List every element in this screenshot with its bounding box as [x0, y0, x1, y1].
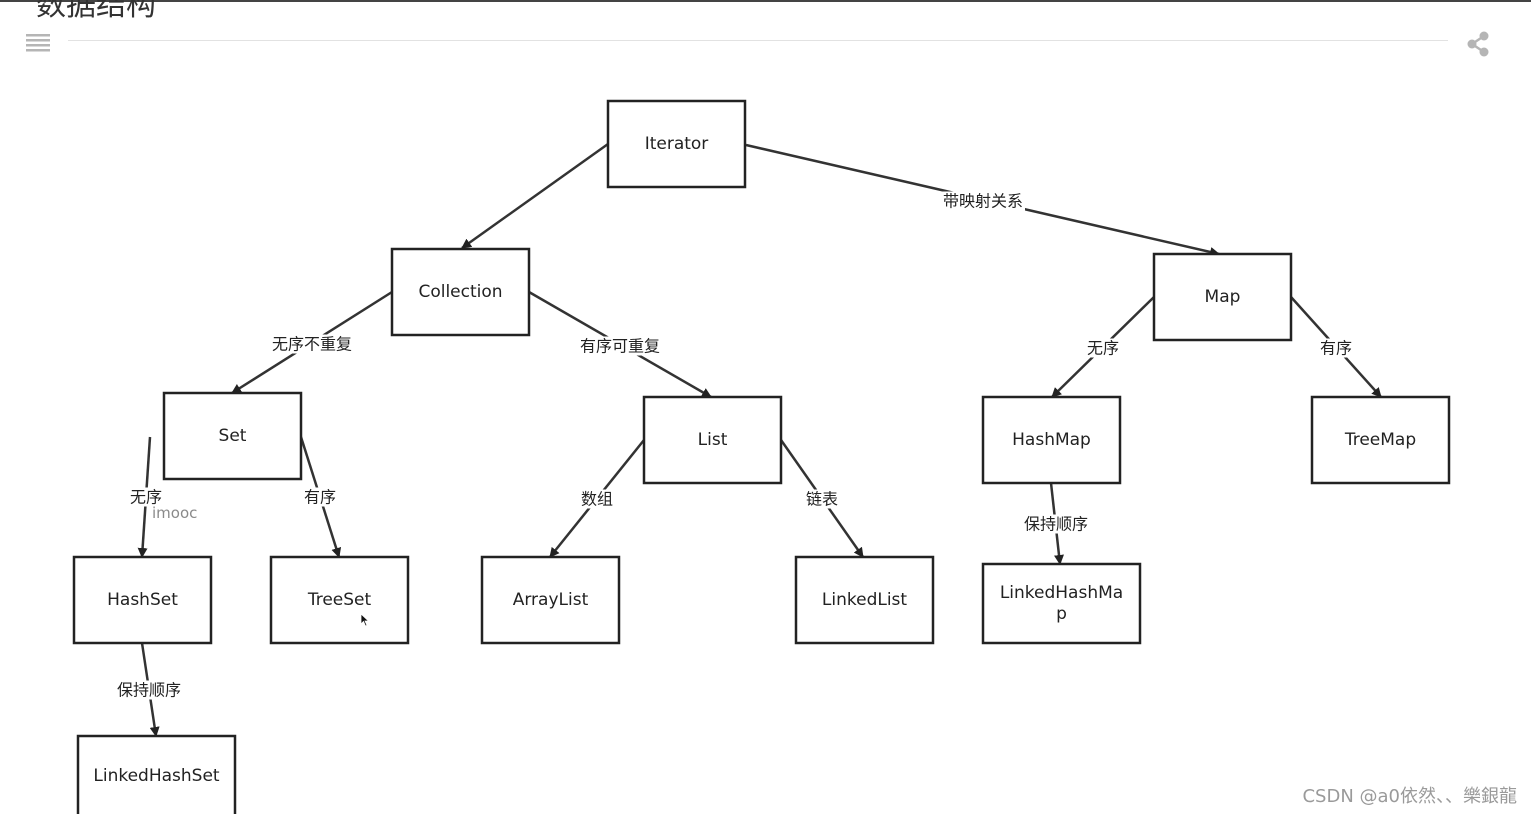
node-label-map: Map: [1205, 287, 1241, 307]
node-linkedlist: LinkedList: [794, 555, 935, 645]
node-map: Map: [1152, 252, 1293, 342]
node-hashmap: HashMap: [981, 395, 1122, 485]
node-treemap: TreeMap: [1310, 395, 1451, 485]
edge-label-list-to-linkedlist: 链表: [806, 490, 838, 509]
edge-iterator-to-collection: [461, 142, 609, 250]
edge-label-bg: [1084, 338, 1122, 358]
edge-label-hashset-to-linkedhashset: 保持顺序: [117, 681, 181, 700]
node-box-linkedlist: [794, 555, 935, 645]
top-border: [0, 0, 1531, 2]
node-label-arraylist: ArrayList: [513, 590, 589, 610]
node-box-hashset: [72, 555, 213, 645]
node-hashset: HashSet: [72, 555, 213, 645]
node-box-linkedhashmap: [981, 562, 1142, 645]
edge-label-bg: [940, 191, 1026, 211]
node-box-collection: [390, 247, 531, 337]
node-iterator: Iterator: [606, 99, 747, 189]
node-label-linkedhashmap: LinkedHashMa: [1000, 583, 1123, 603]
edge-label-iterator-to-map: 带映射关系: [943, 192, 1023, 211]
edge-label-list-to-arraylist: 数组: [581, 490, 613, 509]
node-box-list: [642, 395, 783, 485]
edge-label-bg: [1317, 338, 1355, 358]
edge-label-bg: [127, 487, 165, 507]
node-label-list: List: [698, 430, 728, 450]
edge-label-set-to-hashset: 无序: [130, 488, 162, 507]
node-label-treeset: TreeSet: [307, 590, 372, 610]
share-icon[interactable]: [1464, 30, 1492, 58]
page-title: 数据结构: [36, 0, 156, 23]
node-label-hashset: HashSet: [107, 590, 178, 610]
edge-label-bg: [803, 489, 841, 509]
node-box-set: [162, 391, 303, 481]
node-label-iterator: Iterator: [645, 134, 709, 154]
node-label-linkedhashmap: p: [1056, 604, 1067, 624]
edge-label-set-to-treeset: 有序: [304, 488, 336, 507]
node-label-hashmap: HashMap: [1012, 430, 1091, 450]
node-label-collection: Collection: [418, 282, 502, 302]
edge-label-bg: [269, 334, 355, 354]
node-label-set: Set: [219, 426, 247, 446]
node-list: List: [642, 395, 783, 485]
node-box-linkedhashset: [76, 734, 237, 814]
edge-label-bg: [578, 489, 616, 509]
node-set: Set: [162, 391, 303, 481]
edge-label-map-to-treemap: 有序: [1320, 339, 1352, 358]
mouse-cursor-icon: [360, 613, 370, 627]
node-box-hashmap: [981, 395, 1122, 485]
node-collection: Collection: [390, 247, 531, 337]
edge-label-hashmap-to-linkedhashmap: 保持顺序: [1024, 515, 1088, 534]
hamburger-menu-icon[interactable]: [26, 32, 50, 54]
edge-label-bg: [577, 336, 663, 356]
edge-label-bg: [301, 487, 339, 507]
node-label-treemap: TreeMap: [1344, 430, 1416, 450]
node-box-map: [1152, 252, 1293, 342]
edge-label-bg: [114, 680, 184, 700]
edge-label-collection-to-list: 有序可重复: [580, 337, 660, 356]
node-linkedhashset: LinkedHashSet: [76, 734, 237, 814]
node-treeset: TreeSet: [269, 555, 410, 645]
node-box-treeset: [269, 555, 410, 645]
edge-label-collection-to-set: 无序不重复: [272, 335, 352, 354]
node-arraylist: ArrayList: [480, 555, 621, 645]
csdn-watermark: CSDN @a0依然、、樂銀龍: [1302, 786, 1517, 807]
node-label-linkedlist: LinkedList: [822, 590, 908, 610]
node-box-arraylist: [480, 555, 621, 645]
imooc-watermark: imooc: [152, 504, 198, 522]
edge-label-bg: [1021, 514, 1091, 534]
title-divider: [68, 40, 1448, 41]
node-box-iterator: [606, 99, 747, 189]
edge-label-map-to-hashmap: 无序: [1087, 339, 1119, 358]
node-box-treemap: [1310, 395, 1451, 485]
node-label-linkedhashset: LinkedHashSet: [93, 766, 220, 786]
